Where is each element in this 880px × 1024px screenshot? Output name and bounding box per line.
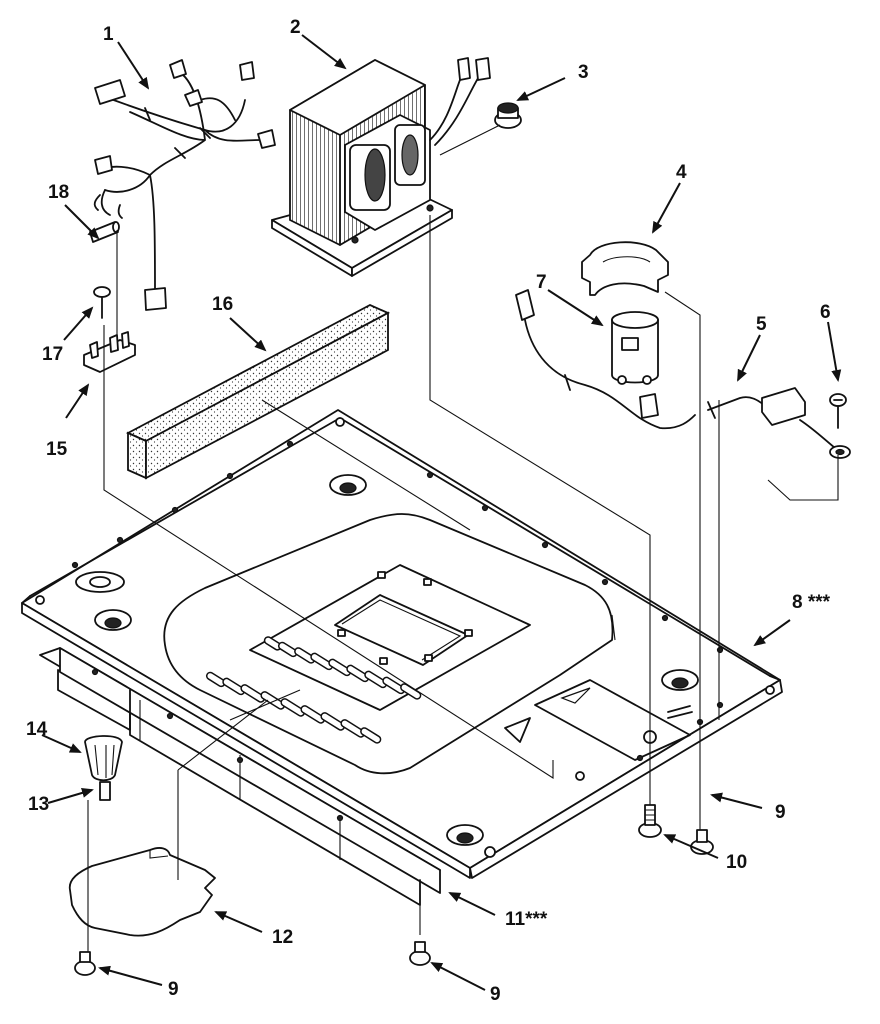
callout-3: 3 xyxy=(578,62,589,83)
callout-5: 5 xyxy=(756,314,767,335)
callout-11: 11*** xyxy=(505,909,548,930)
base-pan xyxy=(21,409,783,879)
callout-4: 4 xyxy=(676,162,687,183)
front-rail xyxy=(39,647,441,906)
fuse-holder-assembly xyxy=(83,221,136,373)
callout-9-bottom-left: 9 xyxy=(168,979,179,1000)
foam-strip xyxy=(125,303,391,480)
capacitor xyxy=(611,311,659,385)
callout-7: 7 xyxy=(536,272,547,293)
foot-holes xyxy=(75,474,699,846)
callout-labels: 1 2 3 4 5 6 7 8 *** 9 10 11*** 12 13 14 … xyxy=(26,17,831,1005)
callout-8: 8 *** xyxy=(792,592,831,613)
callout-arrows xyxy=(41,34,842,991)
callout-17: 17 xyxy=(42,344,63,365)
callout-6: 6 xyxy=(820,302,831,323)
callout-9-bottom-middle: 9 xyxy=(490,984,501,1005)
callout-16: 16 xyxy=(212,294,233,315)
leader-lines xyxy=(103,124,839,935)
callout-18: 18 xyxy=(48,182,69,203)
callout-14: 14 xyxy=(26,719,48,740)
capacitor-bracket xyxy=(581,241,669,296)
nut xyxy=(494,102,522,129)
callout-9-right: 9 xyxy=(775,802,786,823)
transformer xyxy=(271,57,491,277)
callout-2: 2 xyxy=(290,17,301,38)
wire-harness xyxy=(93,59,276,311)
diode-assembly xyxy=(515,289,836,449)
leg-assembly xyxy=(84,735,123,960)
callout-1: 1 xyxy=(103,24,114,45)
cover-plate xyxy=(68,770,216,937)
screws xyxy=(74,804,714,976)
callout-10: 10 xyxy=(726,852,747,873)
callout-12: 12 xyxy=(272,927,293,948)
vent-slots xyxy=(205,636,422,744)
callout-13: 13 xyxy=(28,794,49,815)
callout-15: 15 xyxy=(46,439,68,460)
screw-washer xyxy=(829,393,851,459)
